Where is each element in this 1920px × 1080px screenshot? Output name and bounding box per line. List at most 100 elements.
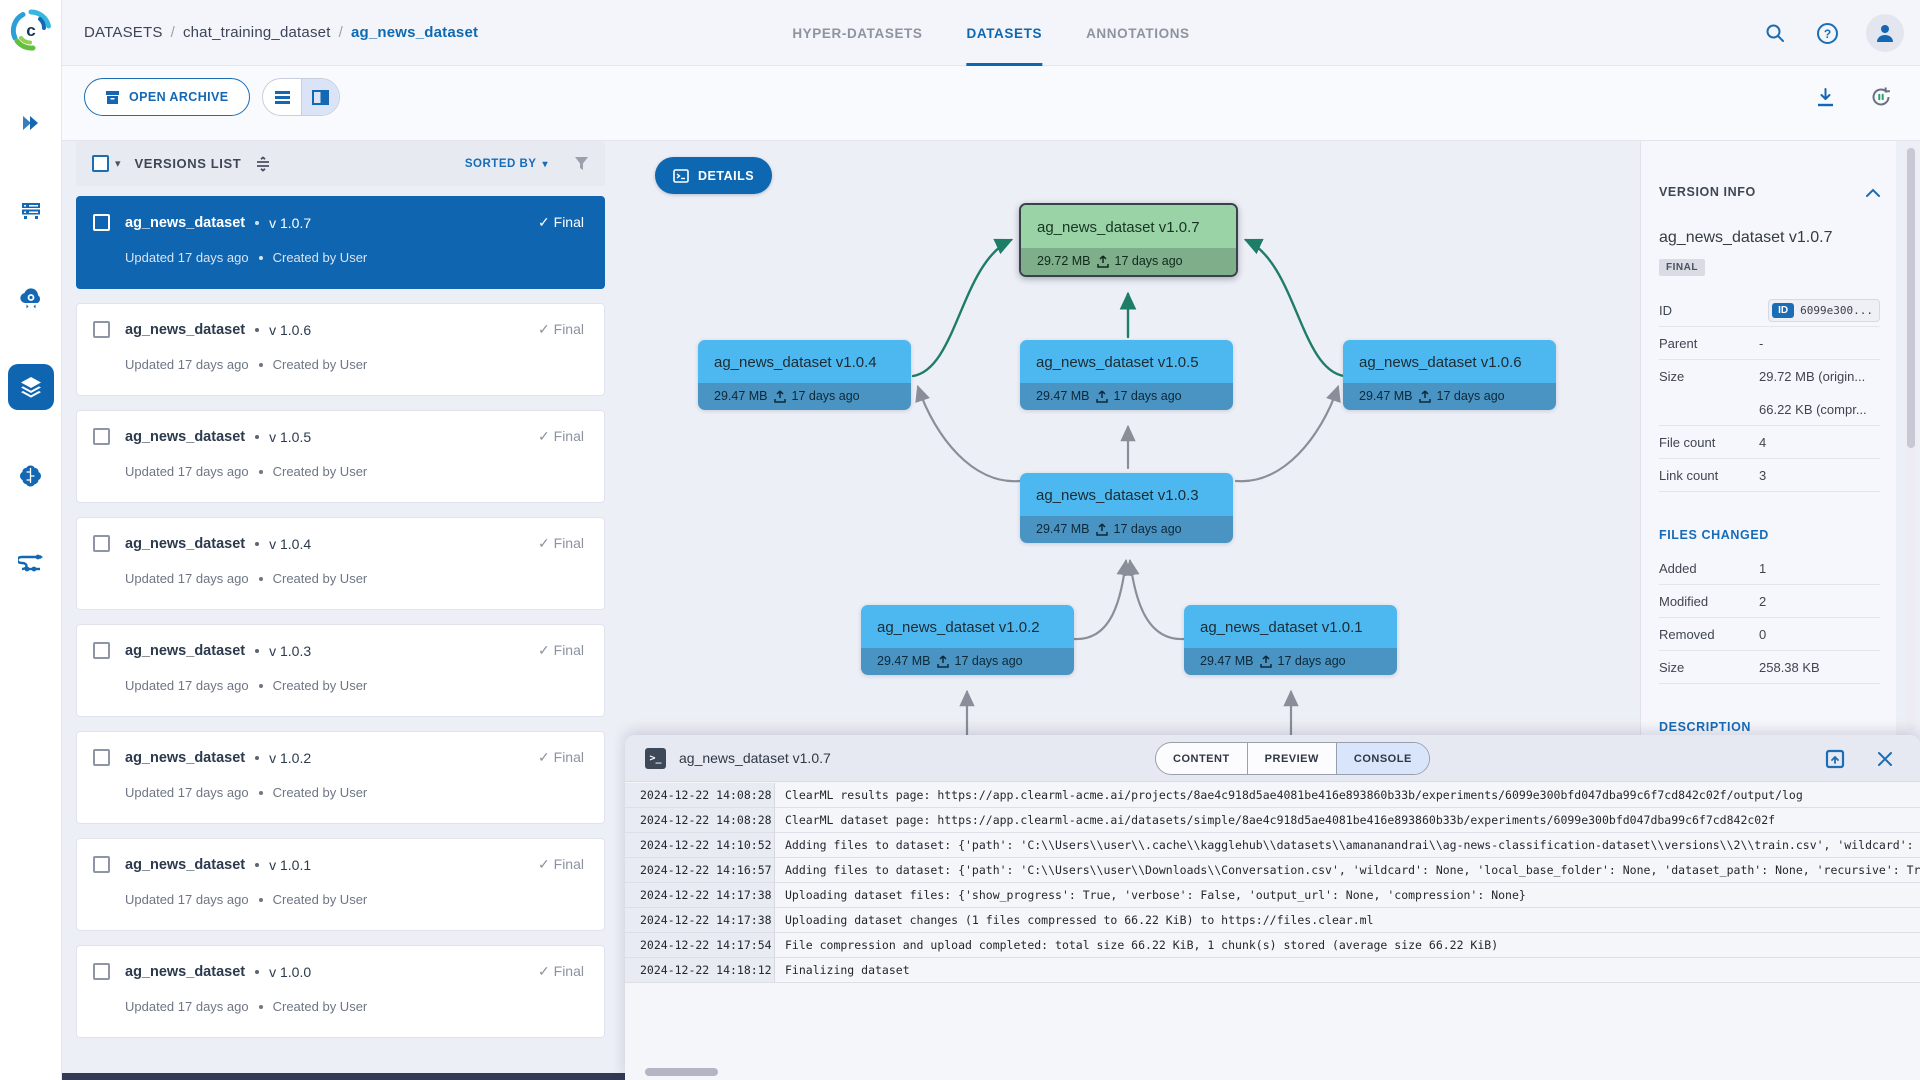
split-view-button[interactable] bbox=[301, 79, 339, 115]
list-scroll-edge[interactable] bbox=[62, 1073, 625, 1080]
filter-icon[interactable] bbox=[574, 156, 589, 171]
version-checkbox[interactable] bbox=[93, 535, 110, 552]
graph-node-v1-0-6[interactable]: ag_news_dataset v1.0.6 29.47 MB 17 days … bbox=[1343, 340, 1556, 410]
status-final: ✓ Final bbox=[538, 642, 584, 658]
version-number: v 1.0.4 bbox=[269, 535, 312, 552]
status-final: ✓ Final bbox=[538, 321, 584, 337]
graph-node-v1-0-2[interactable]: ag_news_dataset v1.0.2 29.47 MB 17 days … bbox=[861, 605, 1074, 675]
log-timestamp: 2024-12-22 14:08:28 bbox=[625, 808, 775, 832]
tab-console[interactable]: CONSOLE bbox=[1335, 743, 1429, 774]
breadcrumb-separator: / bbox=[170, 24, 175, 41]
node-meta: 29.47 MB 17 days ago bbox=[1020, 516, 1233, 543]
graph-node-v1-0-7[interactable]: ag_news_dataset v1.0.7 29.72 MB 17 days … bbox=[1019, 203, 1238, 277]
select-all-checkbox[interactable] bbox=[92, 155, 109, 172]
sorted-by-caret-icon: ▾ bbox=[542, 158, 548, 170]
log-timestamp: 2024-12-22 14:16:57 bbox=[625, 858, 775, 882]
version-checkbox[interactable] bbox=[93, 428, 110, 445]
open-archive-button[interactable]: OPEN ARCHIVE bbox=[84, 78, 250, 116]
clearml-logo-icon[interactable]: c bbox=[9, 8, 53, 52]
version-checkbox[interactable] bbox=[93, 749, 110, 766]
version-checkbox[interactable] bbox=[93, 321, 110, 338]
console-horizontal-scrollbar[interactable] bbox=[645, 1068, 718, 1076]
tab-annotations[interactable]: ANNOTATIONS bbox=[1086, 25, 1190, 41]
node-label: ag_news_dataset v1.0.5 bbox=[1020, 340, 1233, 383]
details-button[interactable]: DETAILS bbox=[655, 157, 773, 194]
version-name: ag_news_dataset bbox=[125, 856, 246, 873]
version-checkbox[interactable] bbox=[93, 214, 110, 231]
graph-node-v1-0-3[interactable]: ag_news_dataset v1.0.3 29.47 MB 17 days … bbox=[1020, 473, 1233, 543]
nav-models-icon[interactable] bbox=[8, 452, 54, 498]
main-vertical-scrollbar[interactable] bbox=[1906, 146, 1916, 731]
version-checkbox[interactable] bbox=[93, 642, 110, 659]
auto-refresh-icon[interactable] bbox=[1868, 84, 1894, 110]
graph-node-v1-0-1[interactable]: ag_news_dataset v1.0.1 29.47 MB 17 days … bbox=[1184, 605, 1397, 675]
info-row-size-compressed: 66.22 KB (compr... bbox=[1659, 393, 1880, 426]
status-final: ✓ Final bbox=[538, 749, 584, 765]
version-name: ag_news_dataset bbox=[125, 963, 246, 980]
node-meta: 29.47 MB 17 days ago bbox=[698, 383, 911, 410]
close-icon[interactable] bbox=[1872, 746, 1898, 772]
breadcrumb-root[interactable]: DATASETS bbox=[84, 24, 163, 41]
search-icon[interactable] bbox=[1762, 20, 1788, 46]
nav-workers-icon[interactable] bbox=[8, 188, 54, 234]
id-chip: ID bbox=[1772, 302, 1795, 318]
version-checkbox[interactable] bbox=[93, 963, 110, 980]
table-view-button[interactable] bbox=[263, 79, 301, 115]
user-avatar[interactable] bbox=[1866, 14, 1904, 52]
tab-preview[interactable]: PREVIEW bbox=[1246, 743, 1336, 774]
status-final: ✓ Final bbox=[538, 428, 584, 444]
nav-datasets-icon[interactable] bbox=[7, 364, 54, 410]
sorted-by-button[interactable]: SORTED BY▾ bbox=[464, 157, 548, 170]
graph-node-v1-0-5[interactable]: ag_news_dataset v1.0.5 29.47 MB 17 days … bbox=[1020, 340, 1233, 410]
version-name: ag_news_dataset bbox=[125, 749, 246, 766]
dataset-toolbar: OPEN ARCHIVE bbox=[62, 66, 1920, 141]
version-number: v 1.0.2 bbox=[269, 749, 312, 766]
status-final: ✓ Final bbox=[538, 535, 584, 551]
breadcrumb-separator: / bbox=[338, 24, 343, 41]
versions-list-title: VERSIONS LIST bbox=[134, 156, 242, 171]
tab-content[interactable]: CONTENT bbox=[1173, 752, 1230, 765]
left-nav-rail: c bbox=[0, 0, 62, 1080]
tab-datasets[interactable]: DATASETS bbox=[966, 0, 1043, 66]
help-icon[interactable]: ? bbox=[1814, 20, 1840, 46]
graph-node-v1-0-4[interactable]: ag_news_dataset v1.0.4 29.47 MB 17 days … bbox=[698, 340, 911, 410]
version-checkbox[interactable] bbox=[93, 856, 110, 873]
version-name: ag_news_dataset bbox=[125, 428, 246, 445]
collapse-chevron-icon[interactable] bbox=[1866, 188, 1880, 197]
download-icon[interactable] bbox=[1812, 84, 1838, 110]
nav-projects-icon[interactable] bbox=[8, 100, 54, 146]
version-card[interactable]: ag_news_dataset v 1.0.2 ✓ Final Updated 1… bbox=[76, 731, 605, 824]
version-lineage-graph: DETAILS ag_news_datase bbox=[605, 141, 1640, 1080]
lineage-edges bbox=[911, 238, 1346, 768]
node-label: ag_news_dataset v1.0.7 bbox=[1021, 205, 1236, 248]
maximize-panel-icon[interactable] bbox=[1822, 746, 1848, 772]
status-final: ✓ Final bbox=[538, 963, 584, 979]
scrollbar-thumb[interactable] bbox=[1907, 148, 1915, 448]
select-all-caret-icon[interactable]: ▾ bbox=[115, 158, 121, 170]
customize-columns-icon[interactable] bbox=[255, 156, 271, 172]
tab-hyper-datasets[interactable]: HYPER-DATASETS bbox=[792, 25, 923, 41]
description-title: DESCRIPTION bbox=[1659, 720, 1752, 734]
upload-icon bbox=[1095, 522, 1108, 536]
breadcrumb-dataset: ag_news_dataset bbox=[350, 24, 479, 41]
nav-pipelines-icon[interactable] bbox=[8, 540, 54, 586]
version-name: ag_news_dataset bbox=[125, 642, 246, 659]
nav-serving-icon[interactable] bbox=[8, 276, 54, 322]
id-copy-pill[interactable]: ID 6099e300... bbox=[1768, 298, 1880, 322]
breadcrumb-project[interactable]: chat_training_dataset bbox=[182, 24, 331, 41]
